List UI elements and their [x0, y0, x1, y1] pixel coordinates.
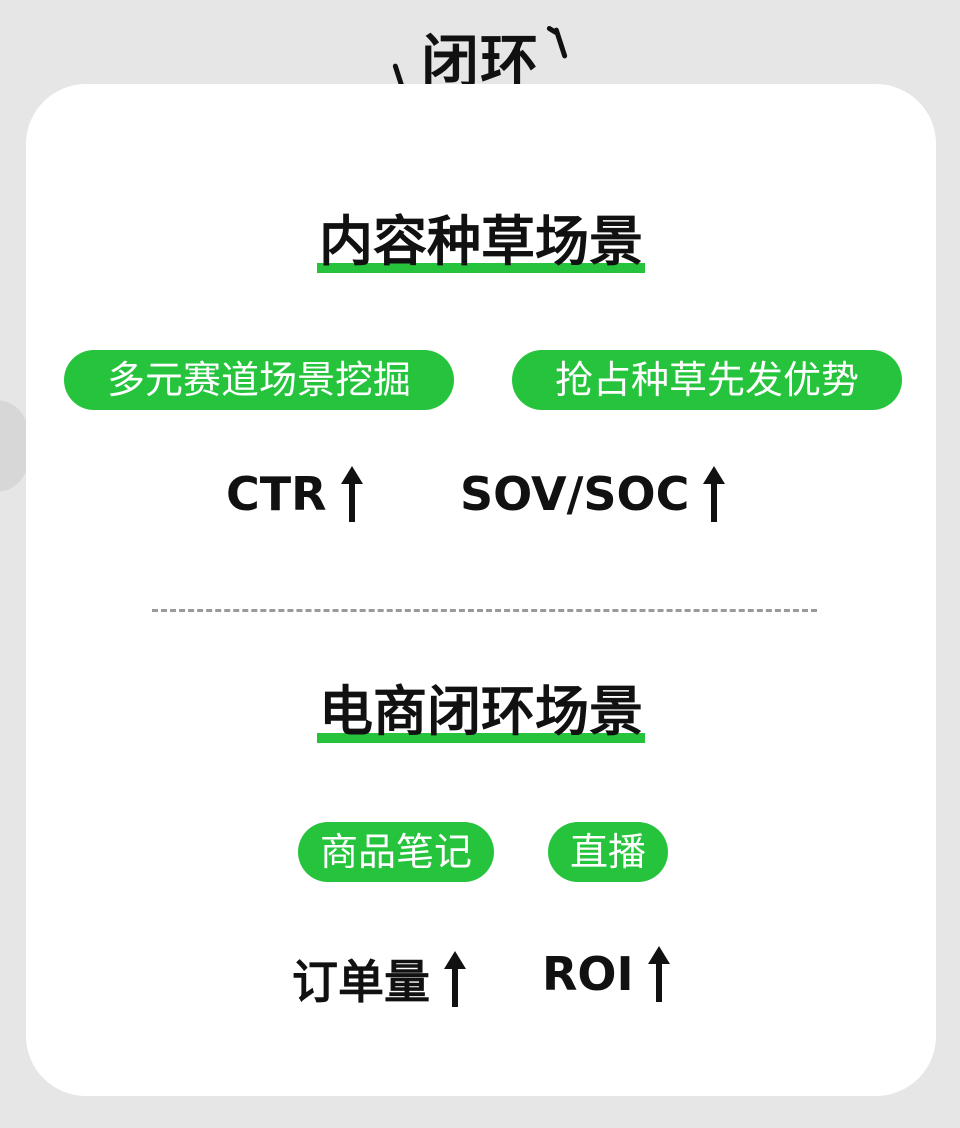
up-arrow-icon — [444, 951, 466, 1007]
metric-label: SOV/SOC — [460, 467, 690, 521]
section-content-seeding: 内容种草场景 — [26, 210, 936, 274]
pill-live-stream: 直播 — [548, 822, 668, 882]
pill-seeding-first-advantage: 抢占种草先发优势 — [512, 350, 902, 410]
up-arrow-icon — [647, 946, 670, 1002]
section-title-text: 内容种草场景 — [319, 210, 643, 273]
up-arrow-icon — [340, 466, 363, 522]
header-title-group: 闭环 — [391, 27, 569, 95]
dashed-divider — [152, 609, 817, 612]
section-title-ecommerce-loop: 电商闭环场景 — [317, 680, 645, 744]
section-title-text: 电商闭环场景 — [319, 680, 643, 743]
header: 闭环 — [0, 16, 960, 108]
metric-label: 订单量 — [292, 955, 430, 1009]
metric-sov-soc: SOV/SOC — [460, 466, 726, 522]
up-arrow-icon — [703, 466, 726, 522]
pill-multi-track-mining: 多元赛道场景挖掘 — [64, 350, 454, 410]
metric-order-volume: 订单量 — [292, 946, 466, 1012]
header-title: 闭环 — [420, 28, 539, 96]
section-ecommerce-loop: 电商闭环场景 — [26, 680, 936, 744]
content-card: 内容种草场景 多元赛道场景挖掘 抢占种草先发优势 CTR SOV/SOC 电商闭… — [26, 84, 936, 1096]
section-title-content-seeding: 内容种草场景 — [317, 210, 645, 274]
metric-label: CTR — [226, 467, 327, 521]
metric-roi: ROI — [542, 946, 670, 1002]
metric-ctr: CTR — [226, 466, 363, 522]
side-tab — [0, 400, 28, 492]
right-bracket-icon — [553, 27, 568, 59]
pill-product-notes: 商品笔记 — [298, 822, 494, 882]
metric-label: ROI — [542, 947, 634, 1001]
